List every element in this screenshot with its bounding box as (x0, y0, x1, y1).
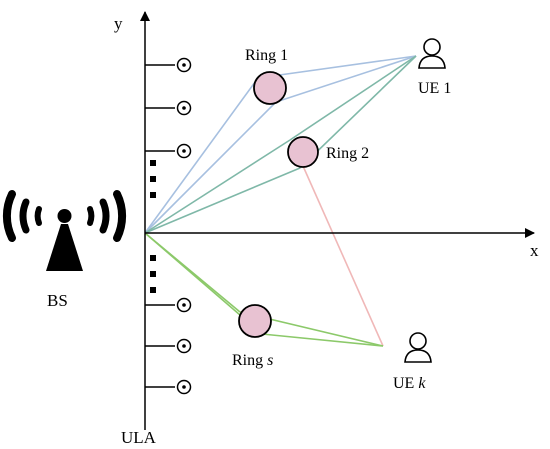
ring-2-label: Ring 2 (326, 145, 369, 162)
ring-1 (253, 71, 287, 105)
user-icon (418, 38, 446, 69)
antenna-element-icon (145, 297, 192, 313)
ring-1-label: Ring 1 (245, 47, 288, 64)
antenna-tower-icon (2, 190, 127, 271)
ring2-to-uek-path (302, 165, 384, 347)
ring-2 (287, 136, 319, 168)
ring2-paths (144, 55, 417, 234)
ula-ellipsis-upper (150, 160, 156, 198)
ue-1-label: UE 1 (418, 80, 451, 97)
x-axis-label: x (530, 241, 539, 260)
antenna-element-icon (145, 57, 192, 73)
ring-s (238, 304, 272, 338)
ula-elements-lower (145, 297, 192, 395)
antenna-element-icon (145, 100, 192, 116)
user-icon (404, 332, 432, 363)
antenna-element-icon (145, 338, 192, 354)
y-axis-label: y (114, 14, 123, 33)
bs-label: BS (47, 291, 68, 310)
ring-s-label: Ring s (232, 352, 273, 369)
ula-elements-upper (145, 57, 192, 159)
antenna-element-icon (145, 379, 192, 395)
ring1-paths (144, 55, 417, 234)
ula-ellipsis-lower (150, 255, 156, 293)
ula-label: ULA (121, 428, 157, 447)
antenna-element-icon (145, 143, 192, 159)
ue-k-label: UE k (393, 375, 426, 392)
